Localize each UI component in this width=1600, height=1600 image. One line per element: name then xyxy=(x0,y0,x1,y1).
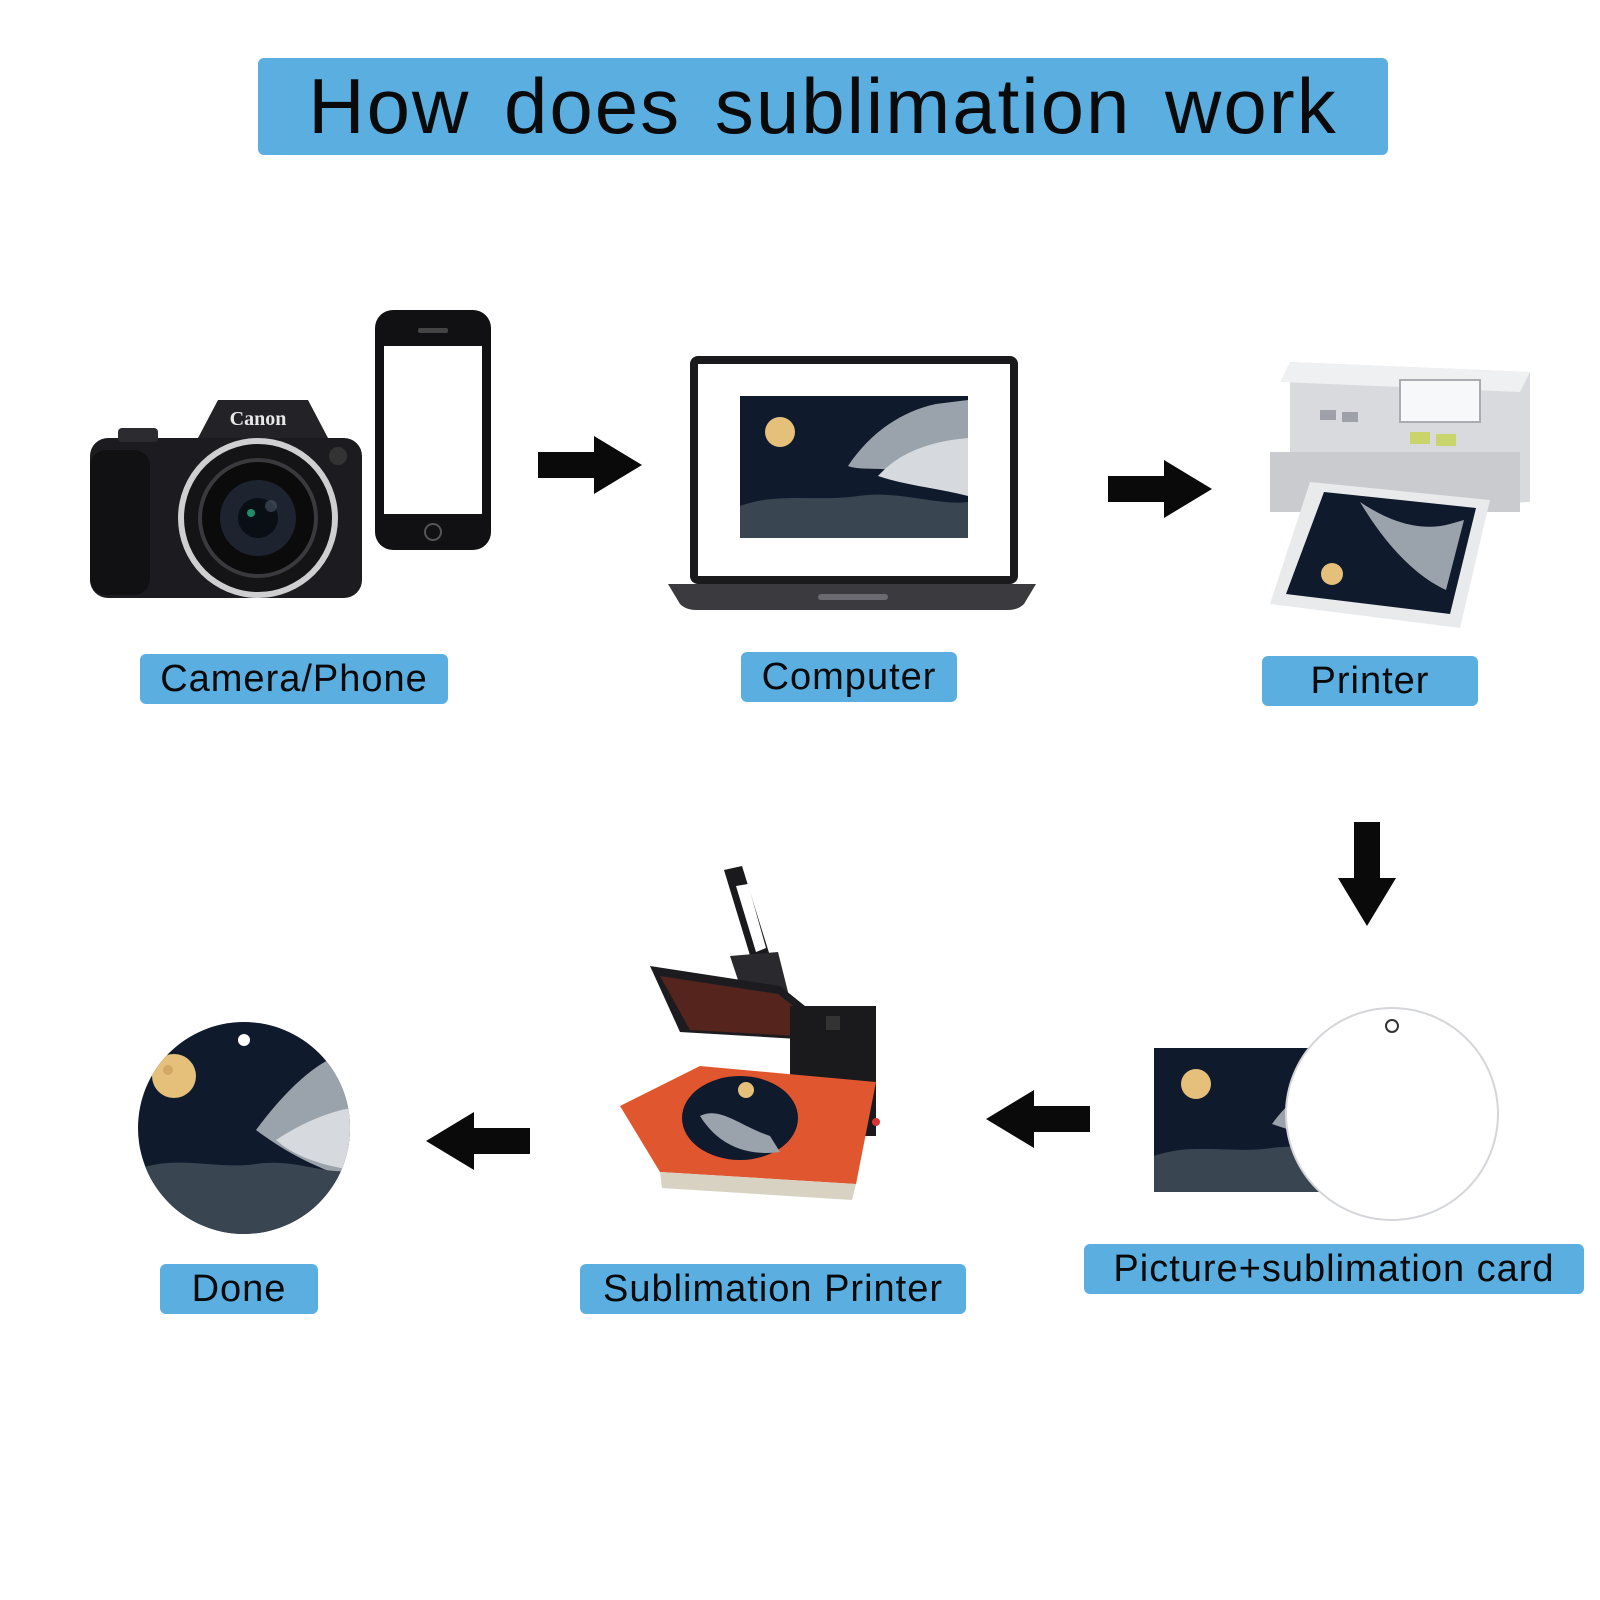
step-label-printer: Printer xyxy=(1262,656,1478,706)
step-label-picture-card: Picture+sublimation card xyxy=(1084,1244,1584,1294)
step-label-computer: Computer xyxy=(741,652,957,702)
step-label-camera-phone: Camera/Phone xyxy=(140,654,448,704)
photo-printer-icon xyxy=(1250,352,1540,638)
step-label-done: Done xyxy=(160,1264,318,1314)
step-label-sublimation-printer: Sublimation Printer xyxy=(580,1264,966,1314)
arrow-left-icon xyxy=(984,1090,1090,1148)
arrow-right-icon xyxy=(1108,460,1214,518)
camera-phone-icon: Canon xyxy=(88,310,508,610)
finished-round-card-icon xyxy=(136,1020,352,1236)
printed-photo xyxy=(1270,482,1490,628)
phone-icon xyxy=(375,310,491,550)
sublimation-card-icon xyxy=(1152,1006,1504,1226)
round-image-on-plate xyxy=(682,1076,798,1160)
arrow-left-icon xyxy=(424,1112,530,1170)
arrow-down-icon xyxy=(1338,822,1396,928)
arrow-right-icon xyxy=(538,436,644,494)
camera-icon: Canon xyxy=(90,400,362,598)
blank-round-card xyxy=(1285,1007,1499,1221)
heat-press-icon xyxy=(620,866,900,1210)
laptop-icon xyxy=(668,356,1036,618)
diagram-title: How does sublimation work xyxy=(258,58,1388,155)
camera-brand-text: Canon xyxy=(230,408,287,430)
wolf-moon-picture xyxy=(740,396,968,538)
